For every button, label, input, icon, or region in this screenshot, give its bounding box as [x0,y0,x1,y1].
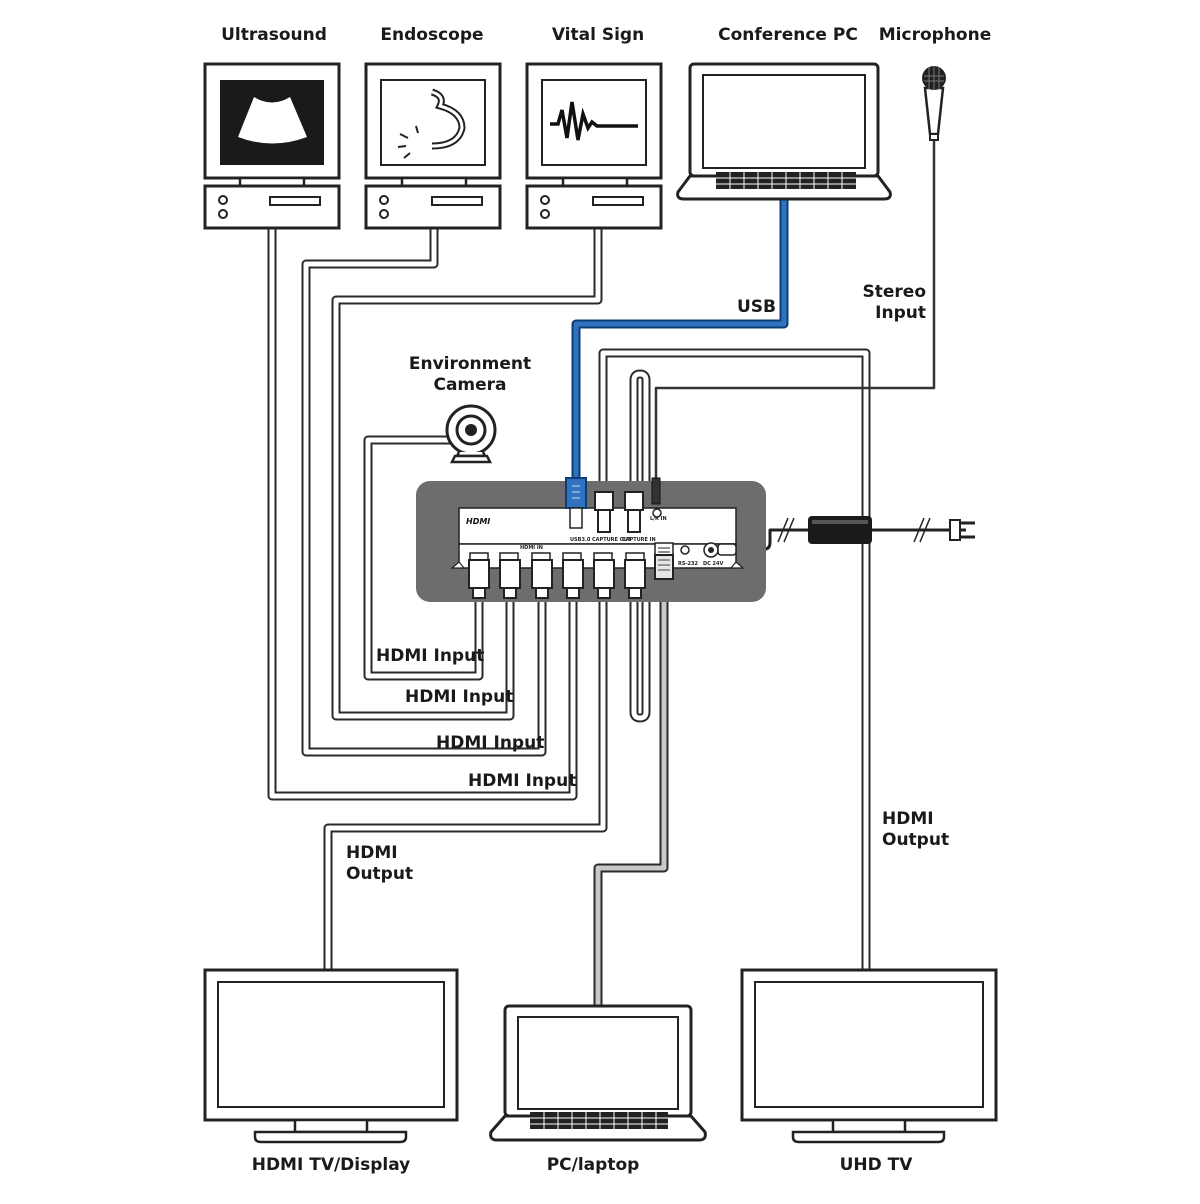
uhd-tv-label: UHD TV [840,1155,914,1175]
rs232-label: RS-232 [678,561,698,567]
capture-in-label: CAPTURE IN [622,537,656,543]
hdmi-input-label-1: HDMI Input [376,646,484,666]
hdmi-input-label-4: HDMI Input [468,771,576,791]
hdmi-tv-label: HDMI TV/Display [252,1155,411,1175]
hdmi-output-right-label-line1: HDMI [882,809,934,829]
usb-port-label: USB3.0 [570,537,591,543]
conference-pc-label: Conference PC [718,25,858,45]
webcam-icon [445,404,497,464]
audio-in-label: L/R IN [650,516,667,522]
capture-out-label: CAPTURE OUT [592,537,632,543]
labels: Ultrasound Endoscope Vital Sign Conferen… [221,25,991,1175]
device-brand-logo: HDMI [466,517,490,526]
vital-sign-label: Vital Sign [552,25,644,45]
cable-microphone [654,140,936,490]
rs232-port [680,545,690,555]
environment-camera-label-line2: Camera [433,375,506,395]
microphone-icon [922,66,946,141]
audio-plug [651,477,661,505]
power-adapter-icon [808,516,975,544]
pc-laptop-icon [489,1004,707,1142]
usb-plug [565,477,587,509]
conference-pc-laptop-icon [676,62,892,201]
switcher-device: HDMI USB3.0 CAPTURE OUT CAPTURE IN L/R I… [416,477,766,602]
dc-power-label: DC 24V [703,561,724,567]
hdmi-input-plugs [468,559,646,599]
stereo-input-label-line2: Input [875,303,926,323]
ultrasound-monitor-icon [203,62,341,230]
capture-plugs [594,491,644,533]
pc-laptop-label: PC/laptop [547,1155,640,1175]
hdmi-input-label-3: HDMI Input [436,733,544,753]
hdmi-output-left-label-line2: Output [346,864,413,884]
uhd-tv-icon [740,968,998,1144]
environment-camera-label-line1: Environment [409,354,531,374]
stereo-input-label-line1: Stereo [863,282,927,302]
lan-plug [654,554,674,580]
hdmi-output-left-label-line1: HDMI [346,843,398,863]
hdmi-in-label: HDMI IN [520,545,543,551]
endoscope-label: Endoscope [380,25,483,45]
hdmi-input-label-2: HDMI Input [405,687,513,707]
endoscope-monitor-icon [364,62,502,230]
hdmi-tv-icon [203,968,459,1144]
usb-link-label: USB [737,297,776,317]
ultrasound-label: Ultrasound [221,25,327,45]
hdmi-output-right-label-line2: Output [882,830,949,850]
hdmi-in-ports [469,552,645,565]
vital-sign-monitor-icon [525,62,663,230]
microphone-label: Microphone [879,25,991,45]
